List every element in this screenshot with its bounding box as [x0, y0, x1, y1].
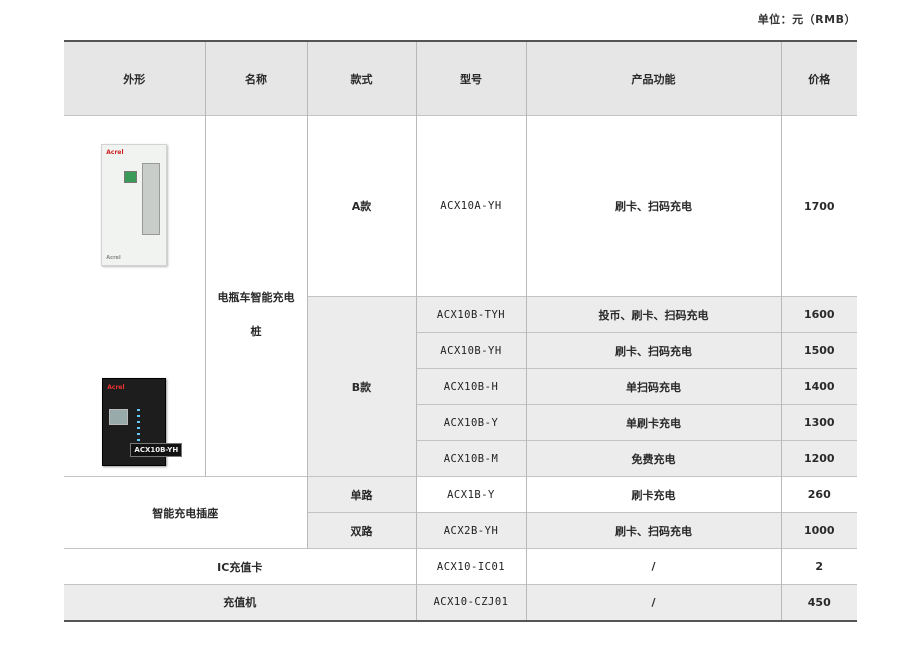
function-a: 刷卡、扫码充电 — [525, 115, 781, 297]
function-b: 单刷卡充电 — [525, 404, 781, 441]
model-b: ACX10B-M — [415, 440, 526, 477]
display-screen — [109, 409, 129, 425]
function-recharger: / — [525, 584, 781, 621]
style-b: B款 — [306, 296, 416, 477]
price-table: 外形 名称 款式 型号 产品功能 价格 Acrel Acrel Acrel — [64, 40, 857, 622]
model-ic-card: ACX10-IC01 — [415, 548, 526, 585]
brand-logo: Acrel — [106, 149, 124, 156]
socket-panel — [142, 163, 161, 235]
model-plate: Acrel — [106, 255, 121, 261]
price-socket: 1000 — [780, 512, 857, 549]
model-b: ACX10B-Y — [415, 404, 526, 441]
product-image-a: Acrel Acrel — [101, 144, 168, 266]
product-image-b: Acrel ACX10B-YH — [102, 378, 183, 466]
table-row: 双路 ACX2B-YH 刷卡、扫码充电 1000 — [64, 512, 857, 549]
table-row: 智能充电插座 单路 ACX1B-Y 刷卡充电 260 — [64, 476, 857, 549]
table-row: ACX10B-Y 单刷卡充电 1300 — [64, 404, 857, 441]
product-name-recharger: 充值机 — [64, 584, 416, 621]
model-b: ACX10B-TYH — [415, 296, 526, 333]
header-price: 价格 — [780, 41, 857, 116]
function-b: 免费充电 — [525, 440, 781, 477]
brand-logo: Acrel — [107, 384, 125, 391]
model-socket: ACX1B-Y — [415, 476, 526, 513]
style-socket: 单路 — [306, 476, 416, 513]
table-row: ACX10B-YH 刷卡、扫码充电 1500 — [64, 332, 857, 369]
header-row: 外形 名称 款式 型号 产品功能 价格 — [64, 41, 857, 116]
function-b: 刷卡、扫码充电 — [525, 332, 781, 369]
price-b: 1600 — [780, 296, 857, 333]
product-name-ic-card: IC充值卡 — [64, 548, 416, 585]
style-a: A款 — [306, 115, 416, 297]
function-ic-card: / — [525, 548, 781, 585]
price-b: 1400 — [780, 368, 857, 405]
table-row: B款 ACX10B-TYH 投币、刷卡、扫码充电 1600 — [64, 296, 857, 477]
price-a: 1700 — [780, 115, 857, 297]
header-name: 名称 — [204, 41, 307, 116]
function-socket: 刷卡充电 — [525, 476, 781, 513]
table-row: IC充值卡 ACX10-IC01 / 2 — [64, 548, 857, 585]
product-tag: ACX10B-YH — [130, 443, 183, 457]
model-b: ACX10B-YH — [415, 332, 526, 369]
product-name-charging-pile: 电瓶车智能充电桩 — [204, 115, 307, 477]
price-recharger: 450 — [780, 584, 857, 621]
price-ic-card: 2 — [780, 548, 857, 585]
table-row: 充值机 ACX10-CZJ01 / 450 — [64, 584, 857, 621]
header-function: 产品功能 — [525, 41, 781, 116]
header-appearance: 外形 — [64, 41, 205, 116]
function-b: 投币、刷卡、扫码充电 — [525, 296, 781, 333]
product-image-cell: Acrel Acrel Acrel ACX10B-YH — [64, 115, 205, 477]
price-socket: 260 — [780, 476, 857, 513]
function-socket: 刷卡、扫码充电 — [525, 512, 781, 549]
style-socket: 双路 — [306, 512, 416, 549]
table-row: ACX10B-H 单扫码充电 1400 — [64, 368, 857, 405]
unit-note: 单位：元（RMB） — [757, 13, 856, 26]
model-socket: ACX2B-YH — [415, 512, 526, 549]
product-name-socket: 智能充电插座 — [64, 476, 307, 549]
price-b: 1200 — [780, 440, 857, 477]
table-row: Acrel Acrel Acrel ACX10B-YH 电瓶车智能充电桩 A款 … — [64, 115, 857, 477]
price-b: 1500 — [780, 332, 857, 369]
header-model: 型号 — [415, 41, 526, 116]
function-b: 单扫码充电 — [525, 368, 781, 405]
indicator-leds — [137, 409, 141, 445]
price-b: 1300 — [780, 404, 857, 441]
model-a: ACX10A-YH — [415, 115, 526, 297]
table-row: ACX10B-M 免费充电 1200 — [64, 440, 857, 477]
display-screen — [124, 171, 138, 183]
header-style: 款式 — [306, 41, 416, 116]
model-recharger: ACX10-CZJ01 — [415, 584, 526, 621]
model-b: ACX10B-H — [415, 368, 526, 405]
